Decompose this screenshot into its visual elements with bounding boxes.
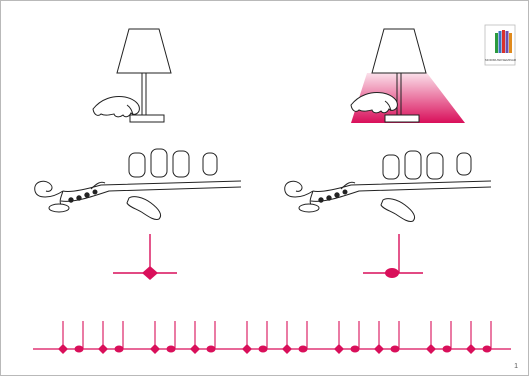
rhythm-note-round — [442, 345, 452, 353]
fingers-icon — [126, 148, 218, 220]
rhythm-note-round — [298, 345, 308, 353]
violin-scroll-icon — [284, 180, 492, 213]
rhythm-note-diamond — [190, 344, 200, 354]
rhythm-line — [33, 321, 511, 354]
rhythm-note-round — [350, 345, 360, 353]
page-number: 1 — [514, 363, 518, 370]
logo-icon — [484, 24, 516, 66]
lamp-on-icon — [371, 28, 427, 123]
rhythm-note-diamond — [466, 344, 476, 354]
rhythm-note-diamond — [150, 344, 160, 354]
fingers-icon — [380, 150, 472, 222]
rhythm-note-round — [114, 345, 124, 353]
rhythm-note-round — [390, 345, 400, 353]
rhythm-note-round — [258, 345, 268, 353]
rhythm-note-diamond — [98, 344, 108, 354]
left-panel — [34, 28, 242, 280]
rhythm-note-diamond — [242, 344, 252, 354]
logo-caption: MODIMUSIKSEMINAR — [485, 58, 517, 62]
rhythm-note-diamond — [282, 344, 292, 354]
hand-pressing-icon — [350, 92, 398, 114]
note-diamond — [113, 234, 177, 280]
violin-scroll-icon — [34, 180, 242, 213]
rhythm-note-round — [206, 345, 216, 353]
rhythm-note-round — [166, 345, 176, 353]
rhythm-note-diamond — [426, 344, 436, 354]
rhythm-note-diamond — [58, 344, 68, 354]
rhythm-note-round — [74, 345, 84, 353]
hand-pressing-icon — [92, 96, 140, 118]
right-panel — [284, 28, 492, 278]
rhythm-note-round — [482, 345, 492, 353]
lamp-off-icon — [116, 28, 172, 123]
rhythm-note-diamond — [334, 344, 344, 354]
rhythm-note-diamond — [374, 344, 384, 354]
note-round — [363, 234, 423, 278]
